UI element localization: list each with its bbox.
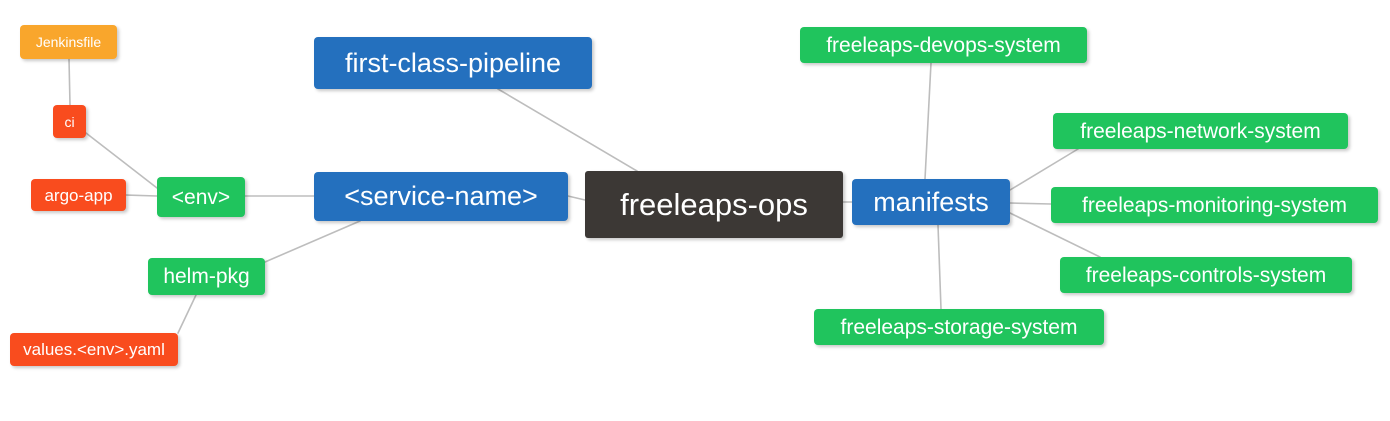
mindmap-node-freeleaps-monitoring-system[interactable]: freeleaps-monitoring-system [1051, 187, 1378, 223]
mindmap-node-label: helm-pkg [163, 265, 250, 288]
mindmap-node-freeleaps-devops-system[interactable]: freeleaps-devops-system [800, 27, 1087, 63]
mindmap-edge-first-class-pipeline-to-freeleaps-ops [497, 88, 638, 172]
mindmap-node-label: argo-app [44, 185, 113, 205]
mindmap-node-freeleaps-controls-system[interactable]: freeleaps-controls-system [1060, 257, 1352, 293]
mindmap-edge-values-yaml-to-helm-pkg [177, 294, 197, 334]
mindmap-node-label: freeleaps-network-system [1080, 119, 1321, 143]
mindmap-node-label: freeleaps-storage-system [840, 315, 1078, 339]
mindmap-node-freeleaps-storage-system[interactable]: freeleaps-storage-system [814, 309, 1104, 345]
mindmap-node-first-class-pipeline[interactable]: first-class-pipeline [314, 37, 592, 89]
mindmap-node-service-name[interactable]: <service-name> [314, 172, 568, 221]
mindmap-node-label: manifests [873, 186, 989, 217]
mindmap-edge-argo-app-to-env [125, 194, 158, 197]
mindmap-node-label: freeleaps-devops-system [826, 33, 1061, 57]
mindmap-edge-manifests-to-freeleaps-storage-system [937, 224, 942, 310]
mindmap-edge-manifests-to-freeleaps-network-system [1009, 148, 1079, 191]
mindmap-edge-service-name-to-freeleaps-ops [567, 195, 586, 201]
mindmap-node-label: <service-name> [344, 181, 538, 211]
mindmap-edge-manifests-to-freeleaps-controls-system [1009, 212, 1101, 258]
mindmap-node-label: first-class-pipeline [344, 47, 562, 78]
mindmap-node-label: freeleaps-controls-system [1085, 263, 1327, 287]
mindmap-node-manifests[interactable]: manifests [852, 179, 1010, 225]
mindmap-node-jenkinsfile[interactable]: Jenkinsfile [20, 25, 117, 59]
mindmap-node-label: values.<env>.yaml [23, 340, 165, 359]
mindmap-node-freeleaps-network-system[interactable]: freeleaps-network-system [1053, 113, 1348, 149]
mindmap-node-label: <env> [171, 185, 231, 209]
mindmap-edge-manifests-to-freeleaps-devops-system [924, 62, 932, 180]
mindmap-node-ci[interactable]: ci [53, 105, 86, 138]
mindmap-node-freeleaps-ops[interactable]: freeleaps-ops [585, 171, 843, 238]
mindmap-node-helm-pkg[interactable]: helm-pkg [148, 258, 265, 295]
mindmap-edge-helm-pkg-to-service-name [264, 220, 361, 263]
mindmap-node-label: ci [64, 113, 75, 130]
mindmap-node-label: Jenkinsfile [35, 34, 102, 50]
mindmap-node-label: freeleaps-monitoring-system [1082, 193, 1347, 217]
mindmap-node-label: freeleaps-ops [620, 187, 808, 222]
mindmap-edge-manifests-to-freeleaps-monitoring-system [1009, 202, 1052, 205]
mindmap-edge-ci-to-env [85, 132, 158, 189]
mindmap-node-env[interactable]: <env> [157, 177, 245, 217]
mindmap-edge-jenkinsfile-to-ci [68, 58, 71, 106]
mindmap-node-values-yaml[interactable]: values.<env>.yaml [10, 333, 178, 366]
mindmap-node-argo-app[interactable]: argo-app [31, 179, 126, 211]
